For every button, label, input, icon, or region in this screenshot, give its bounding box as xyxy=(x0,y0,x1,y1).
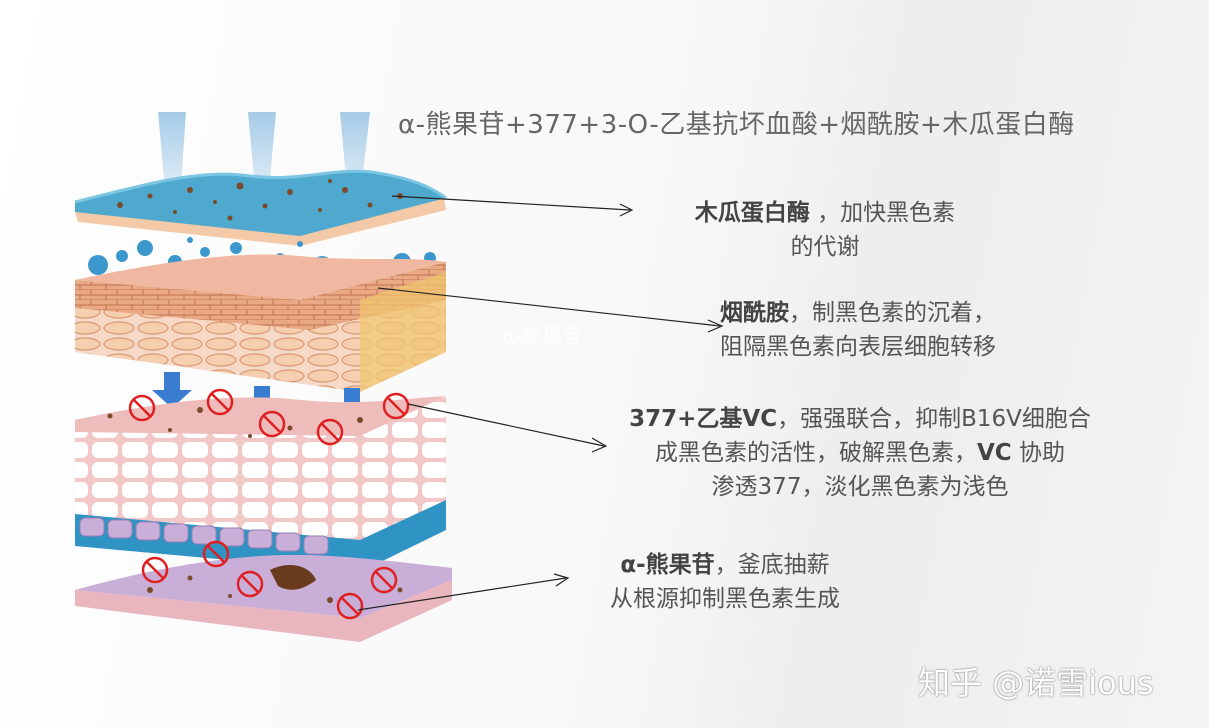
layer-epidermis-top xyxy=(75,171,446,246)
page-title: α-熊果苷+377+3-O-乙基抗坏血酸+烟酰胺+木瓜蛋白酶 xyxy=(398,104,1118,141)
annotation-text: ，釜底抽薪 xyxy=(715,552,830,578)
annotation-bold: 377+乙基VC xyxy=(629,406,777,432)
watermark: 知乎 @诺雪ious xyxy=(918,658,1154,704)
layer-dermis xyxy=(75,555,452,642)
annotation-text: 从根源抑制黑色素生成 xyxy=(560,582,890,616)
annotation-text: ，制黑色素的沉着， xyxy=(789,300,996,326)
annotation-niacinamide: 烟酰胺，制黑色素的沉着， 阻隔黑色素向表层细胞转移 xyxy=(720,296,1090,364)
annotation-text: 阻隔黑色素向表层细胞转移 xyxy=(720,330,1090,364)
annotation-bold: 木瓜蛋白酶 xyxy=(695,200,810,226)
annotation-arbutin: α-熊果苷，釜底抽薪 从根源抑制黑色素生成 xyxy=(560,548,890,616)
annotation-text: 协助 xyxy=(1012,440,1065,466)
annotation-text: ，加快黑色素 xyxy=(810,200,955,226)
annotation-text: 成黑色素的活性，破解黑色素， xyxy=(655,440,977,466)
layer-stratum xyxy=(75,254,446,392)
annotation-bold: α-熊果苷 xyxy=(620,552,714,578)
annotation-text: 的代谢 xyxy=(640,230,1010,264)
ghost-label: α-熊果苷 xyxy=(502,320,582,349)
annotation-bold: VC xyxy=(977,440,1012,466)
annotation-text: 渗透377，淡化黑色素为浅色 xyxy=(600,470,1120,504)
annotation-bold: 烟酰胺 xyxy=(720,300,789,326)
annotation-text: ，强强联合，抑制B16V细胞合 xyxy=(777,406,1091,432)
annotation-papain: 木瓜蛋白酶 ，加快黑色素 的代谢 xyxy=(640,196,1010,264)
annotation-377-vc: 377+乙基VC，强强联合，抑制B16V细胞合 成黑色素的活性，破解黑色素，VC… xyxy=(600,402,1120,504)
